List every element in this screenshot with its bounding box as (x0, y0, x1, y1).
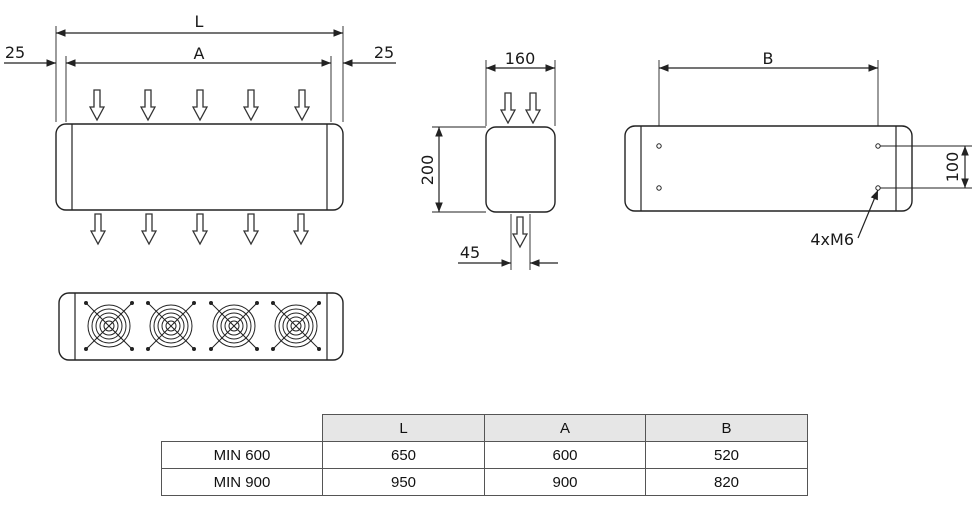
airflow-in-arrow-icon (525, 92, 541, 124)
dimension-B-label: B (763, 49, 774, 68)
table-cell: 900 (484, 468, 646, 496)
airflow-in-arrow-icon (89, 89, 105, 121)
front-view: L A 25 25 (4, 12, 396, 245)
unit-body-side (485, 126, 556, 213)
dimension-height-label: 200 (418, 155, 437, 186)
airflow-out-arrow-icon (243, 213, 259, 245)
table-header-cell: A (484, 414, 646, 442)
airflow-out-arrow-icon (293, 213, 309, 245)
dimension-left-margin-label: 25 (5, 43, 25, 62)
airflow-out-arrow-icon (90, 213, 106, 245)
mounting-hole (656, 185, 662, 191)
table-row: MIN 900 950 900 820 (161, 468, 808, 496)
airflow-out-arrow-icon (141, 213, 157, 245)
unit-body-bottom (58, 292, 344, 361)
airflow-out-arrow-icon (512, 216, 528, 248)
table-cell-model: MIN 600 (161, 441, 323, 469)
hole-callout-label: 4xM6 (810, 230, 854, 249)
unit-body-back (624, 125, 913, 212)
table-cell: 600 (484, 441, 646, 469)
fan-icon (271, 301, 321, 351)
fan-icon (84, 301, 134, 351)
fan-icon (146, 301, 196, 351)
dimension-outlet-label: 45 (460, 243, 480, 262)
dimensions-table: L A B MIN 600 650 600 520 MIN 900 950 90… (161, 414, 808, 496)
unit-body-front (55, 123, 344, 211)
mounting-hole (656, 143, 662, 149)
mounting-hole (875, 185, 881, 191)
table-cell-model: MIN 900 (161, 468, 323, 496)
table-header-cell: B (645, 414, 808, 442)
airflow-in-arrow-icon (192, 89, 208, 121)
airflow-out-arrow-icon (192, 213, 208, 245)
airflow-in-arrow-icon (294, 89, 310, 121)
dimension-A-label: A (194, 44, 205, 63)
table-header-cell: L (322, 414, 485, 442)
back-view: B 100 4xM6 (624, 49, 972, 249)
mounting-hole (875, 143, 881, 149)
table-cell: 520 (645, 441, 808, 469)
airflow-in-arrow-icon (500, 92, 516, 124)
hole-callout-leader (857, 189, 879, 239)
table-cell: 820 (645, 468, 808, 496)
table-cell: 950 (322, 468, 485, 496)
fan-icon (209, 301, 259, 351)
table-cell: 650 (322, 441, 485, 469)
dimension-L-label: L (195, 12, 204, 31)
bottom-view (58, 292, 344, 361)
side-view: 160 200 45 (418, 49, 558, 270)
table-header-cell (161, 414, 323, 442)
airflow-in-arrow-icon (243, 89, 259, 121)
dimension-hole-vertical-label: 100 (943, 152, 962, 183)
table-header-row: L A B (161, 414, 808, 442)
dimension-right-margin-label: 25 (374, 43, 394, 62)
table-row: MIN 600 650 600 520 (161, 441, 808, 469)
dimension-width-label: 160 (505, 49, 536, 68)
airflow-in-arrow-icon (140, 89, 156, 121)
